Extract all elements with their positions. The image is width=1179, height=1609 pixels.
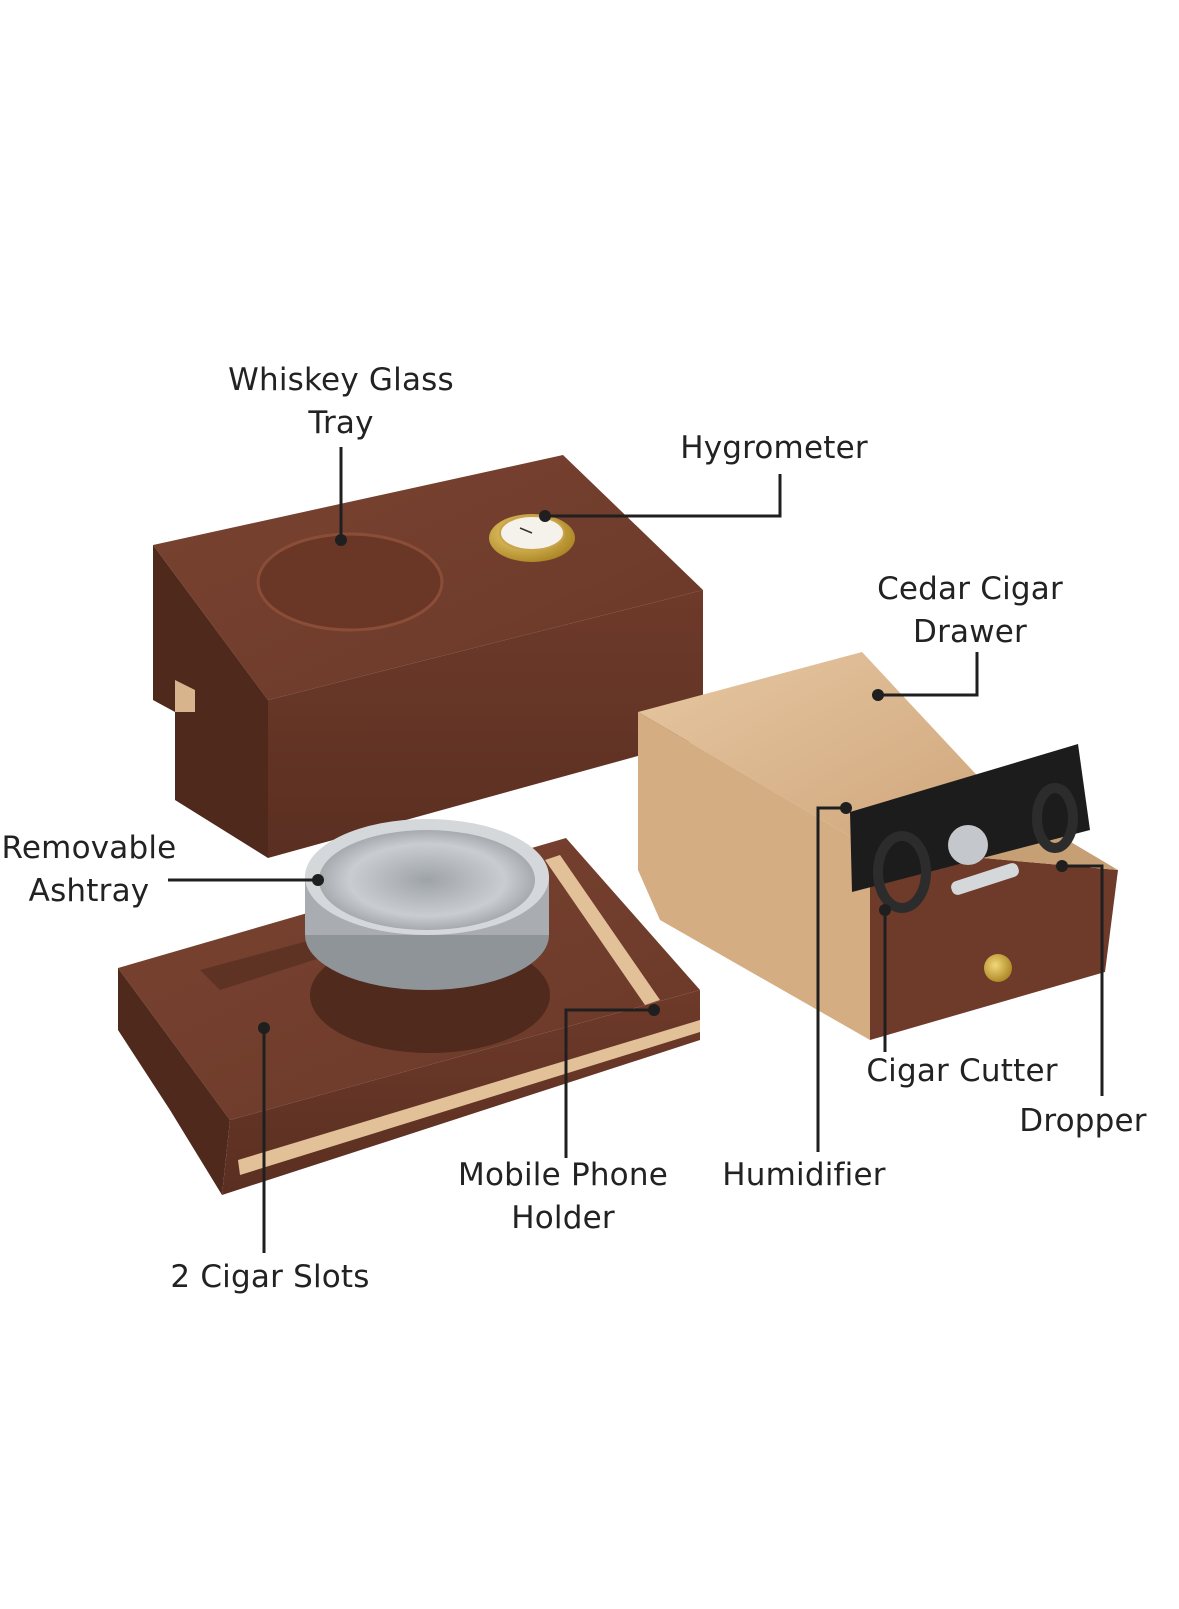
cigar-cutter-device [850,744,1090,913]
label-removable-ashtray: Removable Ashtray [1,830,177,909]
leader-humidifier [816,806,846,1152]
label-dropper: Dropper [1019,1103,1147,1139]
label-cedar-cigar-drawer: Cedar Cigar Drawer [877,571,1063,650]
label-cigar-cutter: Cigar Cutter [866,1053,1058,1089]
label-cigar-slots: 2 Cigar Slots [170,1259,370,1295]
steel-ashtray [305,819,549,990]
label-mobile-phone-holder: Mobile Phone Holder [458,1157,668,1236]
leader-lines [168,447,1104,1253]
hygrometer-dial [489,514,575,562]
label-humidifier: Humidifier [722,1157,886,1193]
leader-cedar-drawer [878,652,979,697]
leader-phone-holder [564,1008,654,1158]
leader-hygrometer [545,474,782,518]
label-hygrometer: Hygrometer [680,430,868,466]
leader-dots [258,510,1068,1034]
leader-dropper [1062,864,1104,1096]
label-whiskey-glass-tray: Whiskey Glass Tray [228,362,454,441]
drawer-knob [984,954,1012,982]
whiskey-glass-recess [256,532,444,632]
